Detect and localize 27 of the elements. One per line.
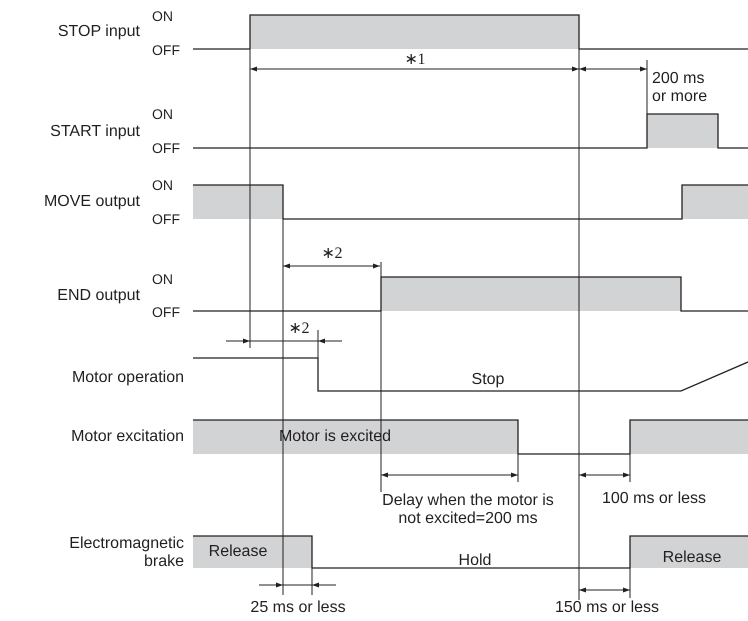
- level-label: ON: [152, 8, 173, 24]
- level-label: OFF: [152, 210, 180, 228]
- dimension-label: 100 ms or less: [602, 490, 706, 508]
- dimension-label: Delay when the motor is not excited=200 ms: [382, 492, 554, 528]
- level-label: ON: [152, 270, 173, 288]
- dimension-label: ∗2: [322, 244, 342, 264]
- level-label: ON: [152, 106, 173, 122]
- level-label: OFF: [152, 304, 180, 320]
- signal-name: START input: [50, 122, 140, 142]
- state-label: Hold: [458, 552, 492, 570]
- dimension-label: ∗2: [288, 320, 310, 338]
- level-label: OFF: [152, 140, 180, 156]
- dimension-label: 200 ms or more: [652, 70, 708, 106]
- signal-name: Motor operation: [72, 368, 184, 388]
- state-label: Release: [662, 548, 722, 568]
- signal-name: END output: [57, 286, 140, 306]
- dimension-label: ∗1: [404, 50, 426, 70]
- level-label: OFF: [152, 42, 180, 58]
- signal-name: Motor excitation: [71, 428, 184, 446]
- signal-name: MOVE output: [44, 192, 140, 212]
- state-label: Release: [208, 542, 268, 562]
- level-label: ON: [152, 176, 173, 194]
- dimension-label: 25 ms or less: [250, 598, 346, 618]
- state-label: Stop: [472, 370, 504, 390]
- signal-name: Electromagnetic brake: [68, 534, 184, 572]
- signal-name: STOP input: [58, 22, 140, 42]
- dimension-label: 150 ms or less: [554, 598, 660, 618]
